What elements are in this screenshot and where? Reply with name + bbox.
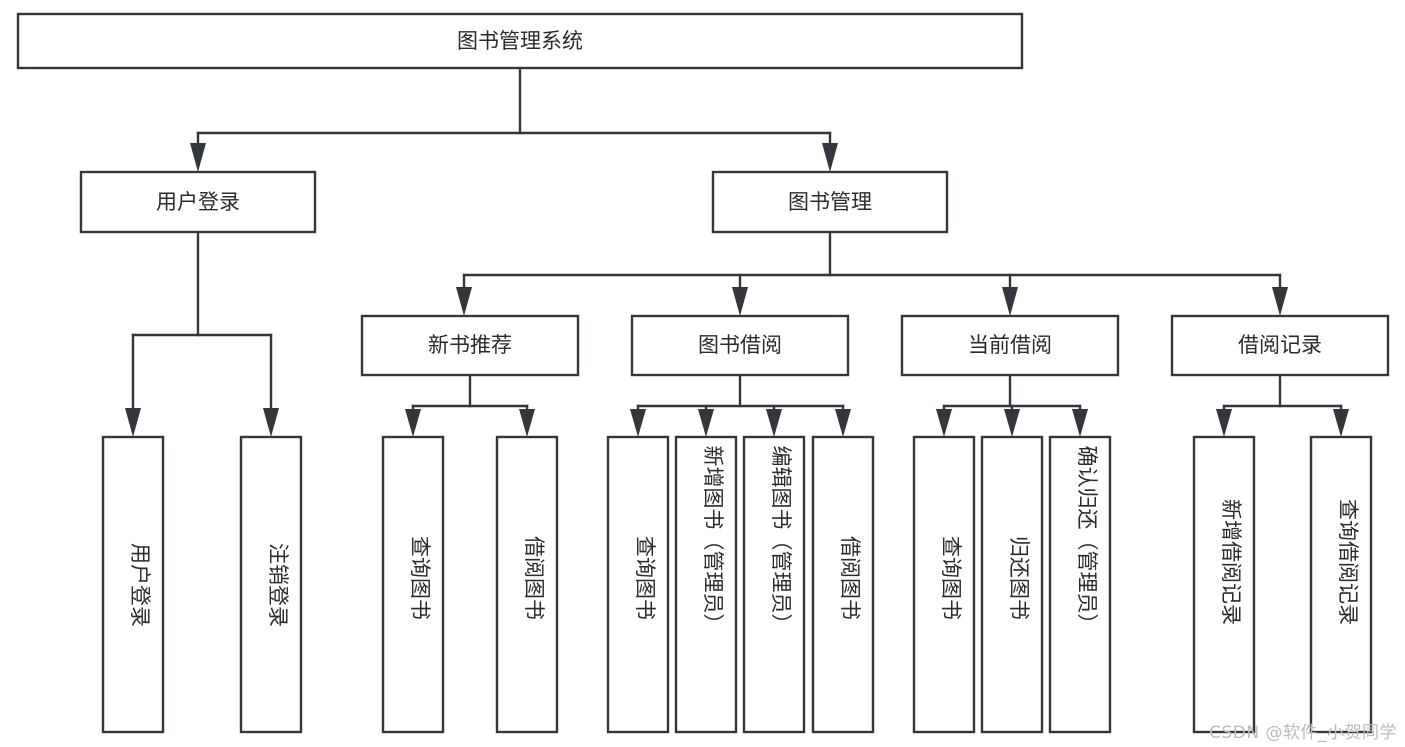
connectors-current-borrow-to-leaves — [936, 373, 1088, 437]
leaf-label: 查询图书 — [939, 536, 963, 620]
leaf-user-login-logout[interactable]: 注销登录 — [239, 435, 303, 734]
leaf-new-book-query[interactable]: 查询图书 — [381, 435, 445, 734]
leaf-book-borrow-query[interactable]: 查询图书 — [606, 435, 670, 734]
connectors-borrow-records-to-leaves — [1216, 373, 1349, 437]
leaf-borrow-records-query[interactable]: 查询借阅记录 — [1309, 435, 1373, 734]
leaf-box[interactable] — [381, 435, 445, 734]
leaf-box[interactable] — [1048, 435, 1112, 734]
arrow-head-book-manage — [822, 143, 838, 172]
node-current-borrow-label: 当前借阅 — [968, 333, 1052, 357]
leaf-label: 新增图书（管理员） — [701, 446, 725, 635]
node-borrow-records[interactable]: 借阅记录 — [1170, 314, 1390, 377]
leaf-box[interactable] — [811, 435, 875, 734]
arrow-head-br-leaf-1 — [1216, 409, 1232, 437]
arrow-head-user-login — [190, 143, 206, 172]
arrow-head-leaf-user-login — [125, 408, 141, 437]
leaf-label: 查询图书 — [633, 536, 657, 620]
leaf-box[interactable] — [1192, 435, 1256, 734]
leaf-box[interactable] — [912, 435, 976, 734]
leaf-label: 归还图书 — [1007, 536, 1031, 620]
leaf-label: 借阅图书 — [522, 536, 546, 620]
leaf-box[interactable] — [1309, 435, 1373, 734]
node-new-book-recommend[interactable]: 新书推荐 — [360, 314, 580, 377]
node-book-borrow-label: 图书借阅 — [698, 333, 782, 357]
node-root-box[interactable] — [16, 12, 1024, 70]
arrow-head-nb-leaf-1 — [405, 409, 421, 437]
leaf-book-borrow-borrow[interactable]: 借阅图书 — [811, 435, 875, 734]
leaf-box[interactable] — [674, 435, 738, 734]
connectors-book-manage-to-level3 — [456, 230, 1288, 316]
arrow-head-borrow-records — [1272, 287, 1288, 316]
node-root-label: 图书管理系统 — [457, 29, 583, 53]
leaf-box[interactable] — [101, 435, 165, 734]
node-borrow-records-label: 借阅记录 — [1238, 333, 1322, 357]
leaf-box[interactable] — [980, 435, 1044, 734]
arrow-head-cb-leaf-1 — [936, 409, 952, 437]
arrow-head-cb-leaf-3 — [1072, 409, 1088, 437]
arrow-head-leaf-logout — [263, 408, 279, 437]
node-book-borrow-box[interactable] — [630, 314, 850, 377]
leaf-label: 注销登录 — [266, 543, 290, 627]
node-borrow-records-box[interactable] — [1170, 314, 1390, 377]
leaf-current-borrow-confirm[interactable]: 确认归还（管理员） — [1048, 435, 1112, 734]
arrow-head-bb-leaf-4 — [835, 409, 851, 437]
arrow-head-book-borrow — [732, 287, 748, 316]
leaf-new-book-borrow[interactable]: 借阅图书 — [495, 435, 559, 734]
connectors-new-book-to-leaves — [405, 373, 535, 437]
node-user-login[interactable]: 用户登录 — [79, 170, 317, 234]
leaf-borrow-records-add[interactable]: 新增借阅记录 — [1192, 435, 1256, 734]
leaf-current-borrow-query[interactable]: 查询图书 — [912, 435, 976, 734]
leaf-label: 查询图书 — [408, 536, 432, 620]
arrow-head-bb-leaf-3 — [766, 409, 782, 437]
arrow-head-br-leaf-2 — [1333, 409, 1349, 437]
leaf-label: 借阅图书 — [838, 536, 862, 620]
connectors-root-to-level2 — [190, 66, 838, 172]
watermark-text: CSDN @软件_小贺同学 — [1209, 723, 1397, 743]
leaf-label: 用户登录 — [128, 543, 152, 627]
node-book-borrow[interactable]: 图书借阅 — [630, 314, 850, 377]
leaf-label: 查询借阅记录 — [1336, 499, 1360, 625]
node-book-manage-label: 图书管理 — [788, 190, 872, 214]
node-current-borrow-box[interactable] — [900, 314, 1120, 377]
leaf-box[interactable] — [742, 435, 806, 734]
leaf-box[interactable] — [495, 435, 559, 734]
leaf-book-borrow-add[interactable]: 新增图书（管理员） — [674, 435, 738, 734]
connectors-user-login-to-leaves — [125, 230, 279, 437]
connectors-book-borrow-to-leaves — [630, 373, 851, 437]
arrow-head-new-book — [456, 287, 472, 316]
node-root[interactable]: 图书管理系统 — [16, 12, 1024, 70]
leaf-box[interactable] — [239, 435, 303, 734]
arrow-head-current-borrow — [1002, 287, 1018, 316]
node-current-borrow[interactable]: 当前借阅 — [900, 314, 1120, 377]
arrow-head-bb-leaf-1 — [630, 409, 646, 437]
leaf-user-login-login[interactable]: 用户登录 — [101, 435, 165, 734]
node-book-manage-box[interactable] — [711, 170, 949, 234]
node-new-book-recommend-label: 新书推荐 — [428, 333, 512, 357]
leaf-box[interactable] — [606, 435, 670, 734]
arrow-head-nb-leaf-2 — [519, 409, 535, 437]
leaf-book-borrow-edit[interactable]: 编辑图书（管理员） — [742, 435, 806, 734]
node-user-login-box[interactable] — [79, 170, 317, 234]
leaf-label: 新增借阅记录 — [1219, 499, 1243, 625]
node-book-manage[interactable]: 图书管理 — [711, 170, 949, 234]
arrow-head-bb-leaf-2 — [698, 409, 714, 437]
node-user-login-label: 用户登录 — [156, 190, 240, 214]
node-new-book-recommend-box[interactable] — [360, 314, 580, 377]
leaf-label: 确认归还（管理员） — [1075, 446, 1099, 635]
leaf-current-borrow-return[interactable]: 归还图书 — [980, 435, 1044, 734]
leaf-label: 编辑图书（管理员） — [769, 446, 793, 635]
arrow-head-cb-leaf-2 — [1004, 409, 1020, 437]
